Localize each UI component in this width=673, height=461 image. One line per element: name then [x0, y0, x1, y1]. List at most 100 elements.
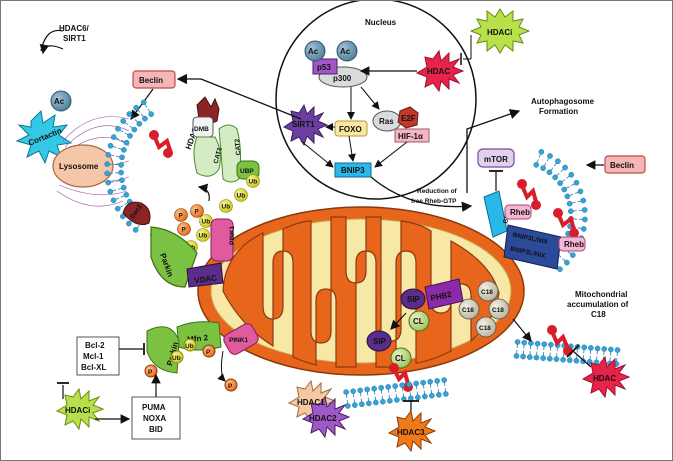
lipid-head — [434, 378, 440, 384]
mtor-label: mTOR — [484, 155, 508, 164]
lipid-head — [557, 266, 563, 272]
lipid-head — [567, 208, 574, 214]
lipid-head — [364, 386, 370, 393]
lipid-head — [601, 346, 608, 352]
lipid-head — [566, 357, 573, 364]
sirt1-burst — [282, 103, 329, 147]
hdaci-label: HDACi — [487, 28, 512, 37]
p-label-lower: P — [206, 349, 211, 356]
lipid-head — [118, 162, 124, 168]
ac-sphere-cortactin — [50, 90, 72, 112]
lipid-head — [608, 346, 614, 353]
mito-accum-label-1: Mitochondrial — [575, 290, 627, 299]
lipid-head — [427, 378, 433, 385]
pink1-box-top — [210, 218, 234, 262]
lipid-head — [105, 152, 112, 158]
lipid-head — [562, 164, 568, 171]
sip-label-2: SIP — [373, 337, 387, 346]
p-dot — [177, 222, 191, 236]
sip-label-1: SIP — [407, 295, 421, 304]
lipid-head — [371, 385, 377, 392]
phb2-label: PHB2 — [430, 290, 453, 303]
lipid-head — [385, 384, 391, 390]
cl-sphere-2 — [390, 347, 412, 369]
lipid-head — [580, 358, 586, 365]
lipid-head — [557, 180, 563, 186]
lipid-head — [541, 341, 548, 347]
ub-sphere — [219, 199, 233, 213]
hif-box — [394, 128, 430, 143]
lipid-head — [120, 118, 126, 124]
bcl-label-2: Mcl-1 — [83, 352, 104, 361]
reduction-label-2: free Rheb-GTP — [411, 198, 457, 205]
lipid-head — [107, 142, 114, 149]
ubp-label: UBP — [240, 168, 254, 175]
ub-sphere — [196, 228, 210, 242]
hdac6-structure — [192, 96, 260, 183]
foxo-to-bnip3-arrow — [347, 135, 356, 162]
lipid-head — [142, 115, 148, 122]
hdac6-sirt1-label-1: HDAC6/ — [59, 24, 90, 33]
lipid-head — [570, 252, 576, 258]
lipid-head — [104, 170, 110, 177]
receptor-bottom-right — [547, 325, 573, 356]
lysosome-label: Lysosome — [59, 162, 99, 171]
phb2-box — [424, 278, 464, 310]
c18-sphere — [458, 298, 480, 320]
lipid-head — [533, 162, 540, 168]
receptor-rheb-top — [517, 179, 541, 210]
ub-label: Ub — [199, 233, 208, 240]
hif-label: HIF-1α — [398, 132, 423, 141]
parkin-shape — [150, 226, 198, 288]
autophagosome-label-2: Formation — [539, 107, 578, 116]
lipid-head — [131, 126, 138, 133]
lipid-head — [540, 355, 546, 361]
ac-sphere — [304, 40, 326, 62]
p-label: P — [179, 213, 184, 220]
p300-to-ras-arrow — [360, 86, 380, 110]
hdaci-bottom-label: HDACi — [65, 406, 90, 415]
lipid-head — [533, 354, 540, 361]
lipid-head — [581, 344, 588, 351]
ras-label: Ras — [379, 117, 394, 126]
lipid-head — [436, 392, 442, 398]
lipid-head — [394, 397, 400, 403]
lipid-head — [520, 353, 526, 360]
lipid-head — [564, 193, 571, 200]
p-dot — [190, 204, 204, 218]
bnip3-label: BNIP3 — [341, 166, 365, 175]
lipid-head — [580, 226, 587, 232]
lipid-head — [548, 341, 554, 348]
lipid-head — [420, 379, 426, 386]
foxo-box — [334, 120, 368, 137]
lipid-head — [514, 339, 521, 345]
foxo-to-beclin-line — [200, 78, 302, 120]
lipid-head — [357, 387, 363, 394]
sirt1-to-bnip3-arrow — [300, 140, 334, 168]
p-dot-lower — [224, 378, 238, 392]
lipid-head — [366, 400, 372, 407]
lipid-head — [132, 227, 139, 233]
ub-sphere-lower — [170, 350, 184, 364]
lipid-head — [350, 388, 356, 394]
lipid-head — [123, 139, 130, 146]
p-dot — [174, 208, 188, 222]
lipid-head — [521, 339, 528, 346]
lipid-head — [123, 192, 130, 198]
lipid-head — [513, 353, 520, 359]
c18-label: C18 — [492, 307, 504, 314]
lipid-head — [561, 186, 567, 193]
hdac-star-right — [581, 355, 631, 399]
lipid-head — [538, 149, 545, 155]
lipid-head — [105, 179, 111, 186]
lipid-head — [408, 395, 414, 402]
rheb-label-1: Rheb — [510, 208, 530, 217]
lipid-head — [118, 169, 124, 176]
vdac-label: VDAC — [194, 273, 218, 285]
lipid-head — [378, 384, 384, 391]
ac-label: Ac — [340, 47, 351, 56]
lipid-head — [399, 382, 405, 388]
ub-label: Ub — [249, 179, 258, 186]
